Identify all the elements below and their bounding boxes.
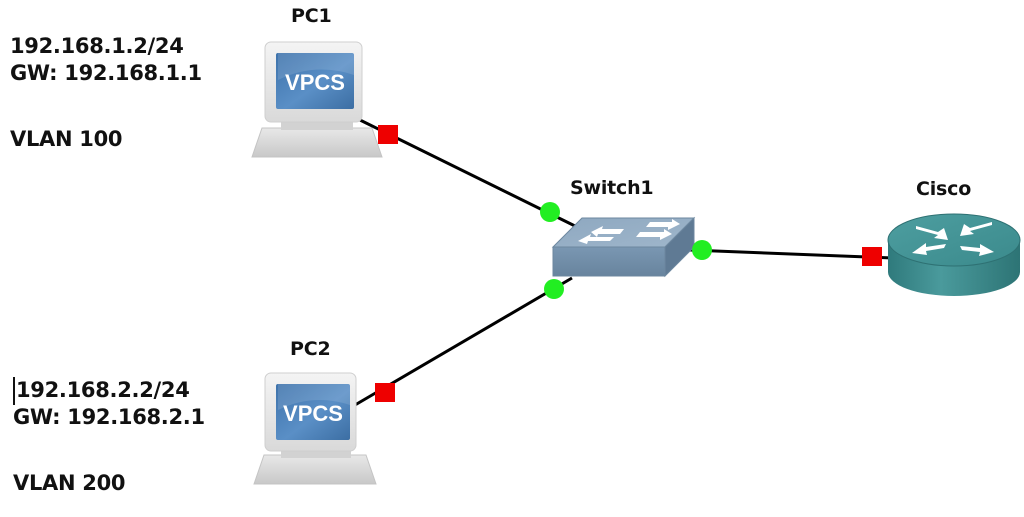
node-label-cisco[interactable]: Cisco — [916, 178, 972, 200]
node-label-pc2[interactable]: PC2 — [290, 338, 331, 360]
vpcs-screen-label: VPCS — [285, 70, 345, 95]
port-status-stopped-icon — [862, 247, 882, 266]
port-status-started-icon — [540, 202, 560, 222]
note-pc1-ip[interactable]: 192.168.1.2/24 — [10, 34, 184, 58]
port-status-stopped-icon — [378, 125, 398, 144]
ethernet-switch-icon — [432, 216, 696, 278]
port-status-stopped-icon — [375, 383, 395, 402]
vpcs-screen-label: VPCS — [283, 401, 343, 426]
switch-arrows — [432, 219, 680, 244]
router-arrows — [912, 222, 994, 256]
node-pc2[interactable]: VPCS — [253, 372, 377, 485]
link-switch1-cisco[interactable] — [689, 248, 893, 260]
vpcs-pc-icon: VPCS — [253, 372, 377, 485]
port-indicators — [375, 125, 882, 402]
note-pc1-gateway[interactable]: GW: 192.168.1.1 — [10, 61, 202, 85]
node-pc1[interactable]: VPCS — [251, 41, 383, 158]
router-icon — [887, 213, 1021, 296]
vpcs-pc-icon: VPCS — [251, 41, 383, 158]
text-cursor — [13, 377, 15, 405]
node-switch1[interactable] — [432, 216, 696, 278]
note-pc2-vlan[interactable]: VLAN 200 — [13, 471, 126, 495]
node-label-pc1[interactable]: PC1 — [291, 5, 332, 27]
node-label-switch1[interactable]: Switch1 — [570, 177, 654, 199]
note-pc2-ip[interactable]: 192.168.2.2/24 — [16, 378, 190, 402]
note-pc2-gateway[interactable]: GW: 192.168.2.1 — [13, 405, 205, 429]
port-status-started-icon — [692, 240, 712, 260]
note-pc1-vlan[interactable]: VLAN 100 — [10, 127, 123, 151]
port-status-started-icon — [544, 279, 564, 299]
node-cisco[interactable] — [887, 213, 1021, 296]
